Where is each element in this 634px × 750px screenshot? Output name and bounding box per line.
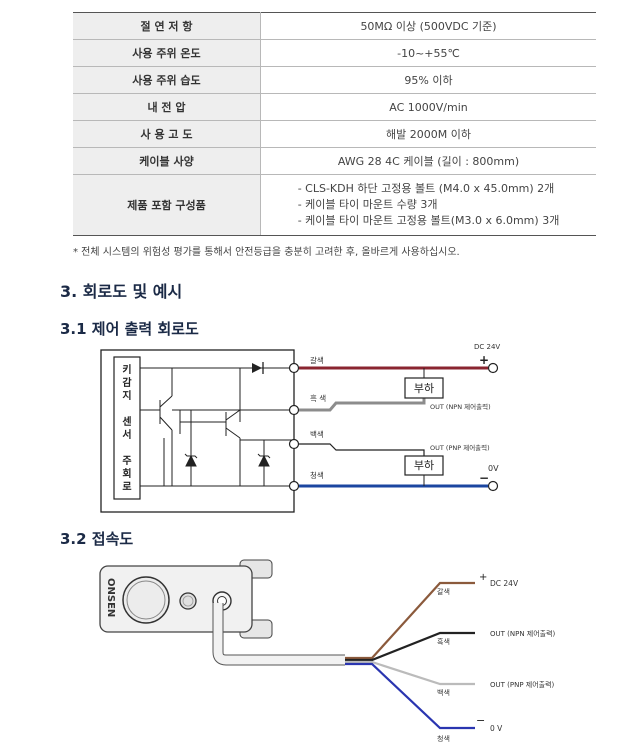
minus-sign: − <box>479 471 489 485</box>
spec-label: 내 전 압 <box>73 93 261 121</box>
sensor-device <box>99 565 253 633</box>
blue-wire <box>345 662 475 730</box>
black-wire <box>299 398 426 412</box>
white-wire <box>345 660 475 686</box>
button-icon <box>122 576 170 624</box>
spec-label: 케이블 사양 <box>73 147 261 175</box>
out-npn-label: OUT (NPN 제어출력) <box>490 629 556 638</box>
sensor-label-char: 주 <box>122 455 131 467</box>
indicator-led-icon <box>179 592 197 610</box>
black-wire <box>345 631 475 662</box>
circuit-title: 3.1 제어 출력 회로도 <box>60 320 199 338</box>
brown-wire <box>345 581 475 660</box>
spec-label: 사용 주위 습도 <box>73 66 261 94</box>
out-pnp-label: OUT (PNP 제어출력) <box>430 443 490 452</box>
plus-sign: + <box>479 353 489 367</box>
zener-diode-icon <box>184 453 271 467</box>
sensor-circuit-box <box>100 349 295 513</box>
spec-value: -10~+55℃ <box>260 39 596 67</box>
spec-row-components: 제품 포함 구성품 - CLS-KDH 하단 고정용 볼트 (M4.0 x 45… <box>73 174 596 236</box>
minus-sign: − <box>476 714 485 727</box>
wire-label-white: 백색 <box>437 688 450 697</box>
sensor-label-char: 감 <box>122 377 132 389</box>
sensor-label-char: 키 <box>122 363 131 376</box>
out-pnp-label: OUT (PNP 제어출력) <box>490 680 555 689</box>
spec-value: AC 1000V/min <box>260 93 596 121</box>
sensor-label-char: 회 <box>122 467 131 480</box>
spec-value: 50MΩ 이상 (500VDC 기준) <box>260 12 596 40</box>
sensor-label-char: 센 <box>122 415 131 428</box>
wire-label-blue: 청색 <box>437 734 450 743</box>
zero-v-label: 0V <box>488 464 499 473</box>
internal-circuit <box>140 367 294 487</box>
sensor-label-char: 로 <box>122 481 131 493</box>
load-box <box>404 377 444 399</box>
spec-label: 제품 포함 구성품 <box>73 174 261 236</box>
spec-row: 사용 주위 온도-10~+55℃ <box>73 39 596 67</box>
out-npn-label: OUT (NPN 제어출력) <box>430 402 491 411</box>
dc-label: DC 24V <box>490 579 519 588</box>
component-line: - 케이블 타이 마운트 수량 3개 <box>297 198 438 211</box>
sensor-label-char: 지 <box>122 389 131 402</box>
white-wire <box>299 443 425 458</box>
brand-logo: ONSEN <box>105 578 116 617</box>
cable <box>212 603 345 666</box>
sensor-label: 키 감 지 센 서 주 회 로 <box>122 363 132 493</box>
wire-label-brown: 갈색 <box>310 355 324 365</box>
wire-label-black: 흑 색 <box>310 393 326 403</box>
load-box <box>404 455 444 476</box>
spec-label: 절 연 저 항 <box>73 12 261 40</box>
cable-gland-icon <box>212 591 232 611</box>
diode-icon <box>252 362 264 374</box>
zero-v-label: 0 V <box>490 724 503 733</box>
terminal-icon <box>288 362 499 492</box>
wiring-title: 3.2 접속도 <box>60 530 134 548</box>
spec-label: 사 용 고 도 <box>73 120 261 148</box>
spec-value: 해발 2000M 이하 <box>260 120 596 148</box>
wire-label-blue: 청색 <box>310 470 324 480</box>
component-line: - CLS-KDH 하단 고정용 볼트 (M4.0 x 45.0mm) 2개 <box>297 182 555 195</box>
mount-tab <box>239 559 273 579</box>
sensor-label-box <box>113 356 141 500</box>
sensor-label-char: 서 <box>122 428 131 441</box>
spec-value: 95% 이하 <box>260 66 596 94</box>
wire-label-white: 백색 <box>310 429 324 439</box>
section-title: 3. 회로도 및 예시 <box>60 282 183 301</box>
components-list: - CLS-KDH 하단 고정용 볼트 (M4.0 x 45.0mm) 2개 -… <box>260 174 596 236</box>
load-label: 부하 <box>414 458 434 472</box>
spec-label: 사용 주위 온도 <box>73 39 261 67</box>
load-label: 부하 <box>414 381 434 395</box>
wire-label-black: 흑색 <box>437 637 450 646</box>
dc-label: DC 24V <box>474 343 500 351</box>
safety-note: * 전체 시스템의 위험성 평가를 통해서 안전등급을 충분히 고려한 후, 올… <box>73 247 460 258</box>
spec-value: AWG 28 4C 케이블 (길이 : 800mm) <box>260 147 596 175</box>
component-line: - 케이블 타이 마운트 고정용 볼트(M3.0 x 6.0mm) 3개 <box>297 214 560 227</box>
mount-tab <box>239 619 273 639</box>
wire-label-brown: 갈색 <box>437 587 450 596</box>
plus-sign: + <box>479 572 487 583</box>
